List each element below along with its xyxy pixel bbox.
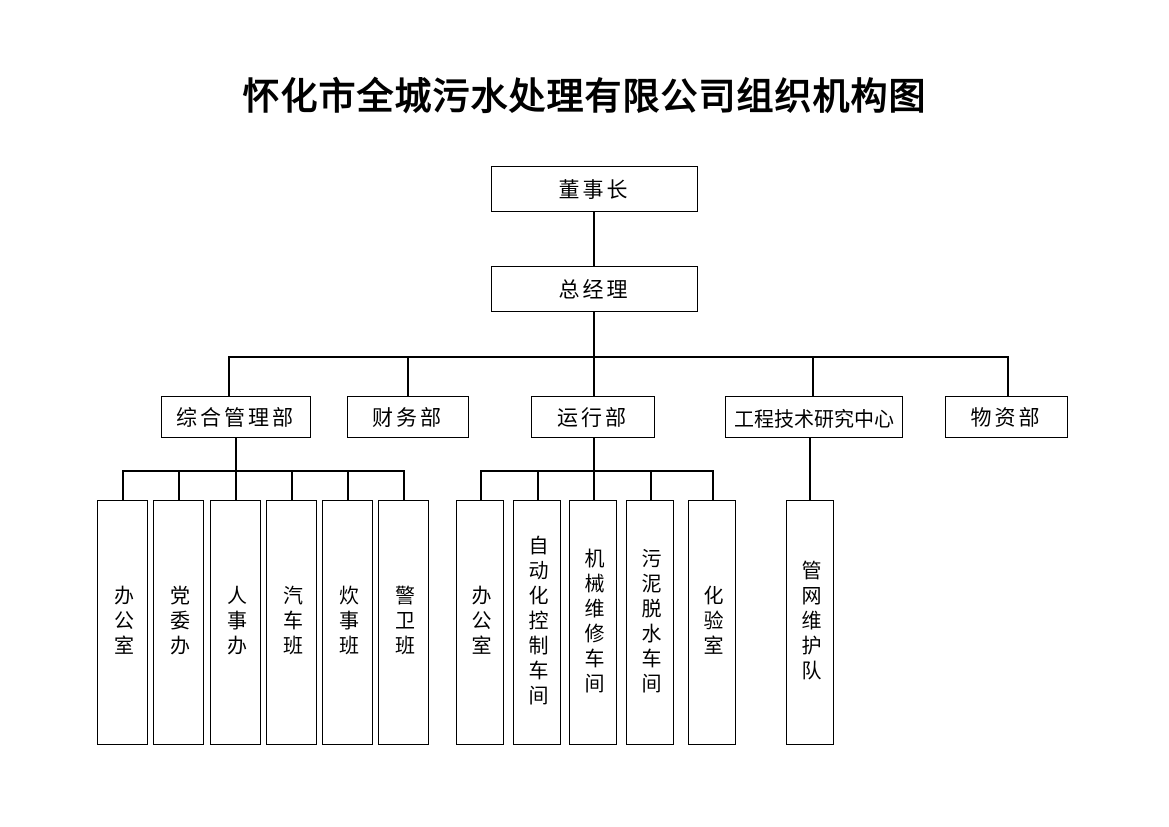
node-department-operation[interactable]: 运行部 bbox=[531, 396, 655, 438]
connector-drop-operation-unit-3 bbox=[593, 470, 595, 501]
node-unit-personnel-office[interactable]: 人事办 bbox=[210, 500, 261, 745]
node-unit-pipeline-maintenance-team[interactable]: 管网维护队 bbox=[786, 500, 834, 745]
connector-drop-materials-dept bbox=[1007, 356, 1009, 396]
node-unit-admin-office-label: 办公室 bbox=[110, 585, 135, 660]
node-chairman-label: 董事长 bbox=[558, 178, 631, 202]
connector-drop-admin-unit-4 bbox=[291, 470, 293, 501]
connector-operation-bus bbox=[480, 470, 713, 472]
connector-engineering-stem bbox=[809, 438, 811, 501]
node-unit-operation-office-label: 办公室 bbox=[468, 585, 492, 660]
node-unit-sludge-dewatering-workshop-label: 污泥脱水车间 bbox=[638, 547, 662, 698]
node-unit-admin-office[interactable]: 办公室 bbox=[97, 500, 148, 745]
connector-drop-admin-unit-3 bbox=[235, 470, 237, 501]
connector-department-bus bbox=[228, 356, 1009, 358]
node-department-engineering-research-center-label: 工程技术研究中心 bbox=[734, 406, 894, 431]
node-department-comprehensive-management-label: 综合管理部 bbox=[176, 406, 296, 430]
connector-drop-operation-unit-5 bbox=[712, 470, 714, 501]
connector-operation-stem bbox=[593, 438, 595, 471]
node-unit-automation-control-workshop-label: 自动化控制车间 bbox=[525, 535, 549, 710]
node-unit-laboratory-label: 化验室 bbox=[700, 585, 724, 660]
node-unit-operation-office[interactable]: 办公室 bbox=[456, 500, 504, 745]
node-chairman[interactable]: 董事长 bbox=[491, 166, 698, 212]
node-unit-vehicle-team[interactable]: 汽车班 bbox=[266, 500, 317, 745]
node-general-manager-label: 总经理 bbox=[558, 278, 631, 302]
connector-drop-finance-dept bbox=[407, 356, 409, 396]
connector-drop-operation-unit-4 bbox=[650, 470, 652, 501]
page-title: 怀化市全城污水处理有限公司组织机构图 bbox=[242, 74, 927, 118]
node-general-manager[interactable]: 总经理 bbox=[491, 266, 698, 312]
connector-drop-operation-unit-1 bbox=[480, 470, 482, 501]
node-unit-security-team-label: 警卫班 bbox=[391, 585, 416, 660]
connector-drop-admin-dept bbox=[228, 356, 230, 396]
connector-drop-admin-unit-6 bbox=[403, 470, 405, 501]
node-department-finance[interactable]: 财务部 bbox=[347, 396, 469, 438]
node-unit-catering-team[interactable]: 炊事班 bbox=[322, 500, 373, 745]
node-unit-mechanical-maintenance-workshop[interactable]: 机械维修车间 bbox=[569, 500, 617, 745]
node-unit-sludge-dewatering-workshop[interactable]: 污泥脱水车间 bbox=[626, 500, 674, 745]
node-unit-party-committee-office-label: 党委办 bbox=[166, 585, 191, 660]
node-unit-catering-team-label: 炊事班 bbox=[335, 585, 360, 660]
node-unit-personnel-office-label: 人事办 bbox=[223, 585, 248, 660]
connector-drop-admin-unit-2 bbox=[178, 470, 180, 501]
node-department-materials[interactable]: 物资部 bbox=[945, 396, 1068, 438]
node-unit-laboratory[interactable]: 化验室 bbox=[688, 500, 736, 745]
connector-drop-engineering-dept bbox=[812, 356, 814, 396]
node-department-comprehensive-management[interactable]: 综合管理部 bbox=[161, 396, 311, 438]
connector-drop-admin-unit-1 bbox=[122, 470, 124, 501]
connector-admin-stem bbox=[235, 438, 237, 471]
node-unit-pipeline-maintenance-team-label: 管网维护队 bbox=[798, 560, 822, 685]
node-department-operation-label: 运行部 bbox=[557, 406, 629, 430]
node-unit-security-team[interactable]: 警卫班 bbox=[378, 500, 429, 745]
connector-drop-operation-unit-2 bbox=[537, 470, 539, 501]
node-unit-party-committee-office[interactable]: 党委办 bbox=[153, 500, 204, 745]
connector-chairman-to-gm bbox=[593, 212, 595, 266]
node-unit-mechanical-maintenance-workshop-label: 机械维修车间 bbox=[581, 547, 605, 698]
node-department-finance-label: 财务部 bbox=[372, 406, 444, 430]
node-department-materials-label: 物资部 bbox=[970, 406, 1043, 430]
node-unit-vehicle-team-label: 汽车班 bbox=[279, 585, 304, 660]
connector-admin-bus bbox=[122, 470, 404, 472]
connector-drop-operation-dept bbox=[593, 356, 595, 396]
connector-drop-admin-unit-5 bbox=[347, 470, 349, 501]
node-department-engineering-research-center[interactable]: 工程技术研究中心 bbox=[725, 396, 903, 438]
node-unit-automation-control-workshop[interactable]: 自动化控制车间 bbox=[513, 500, 561, 745]
connector-gm-stem bbox=[593, 312, 595, 358]
